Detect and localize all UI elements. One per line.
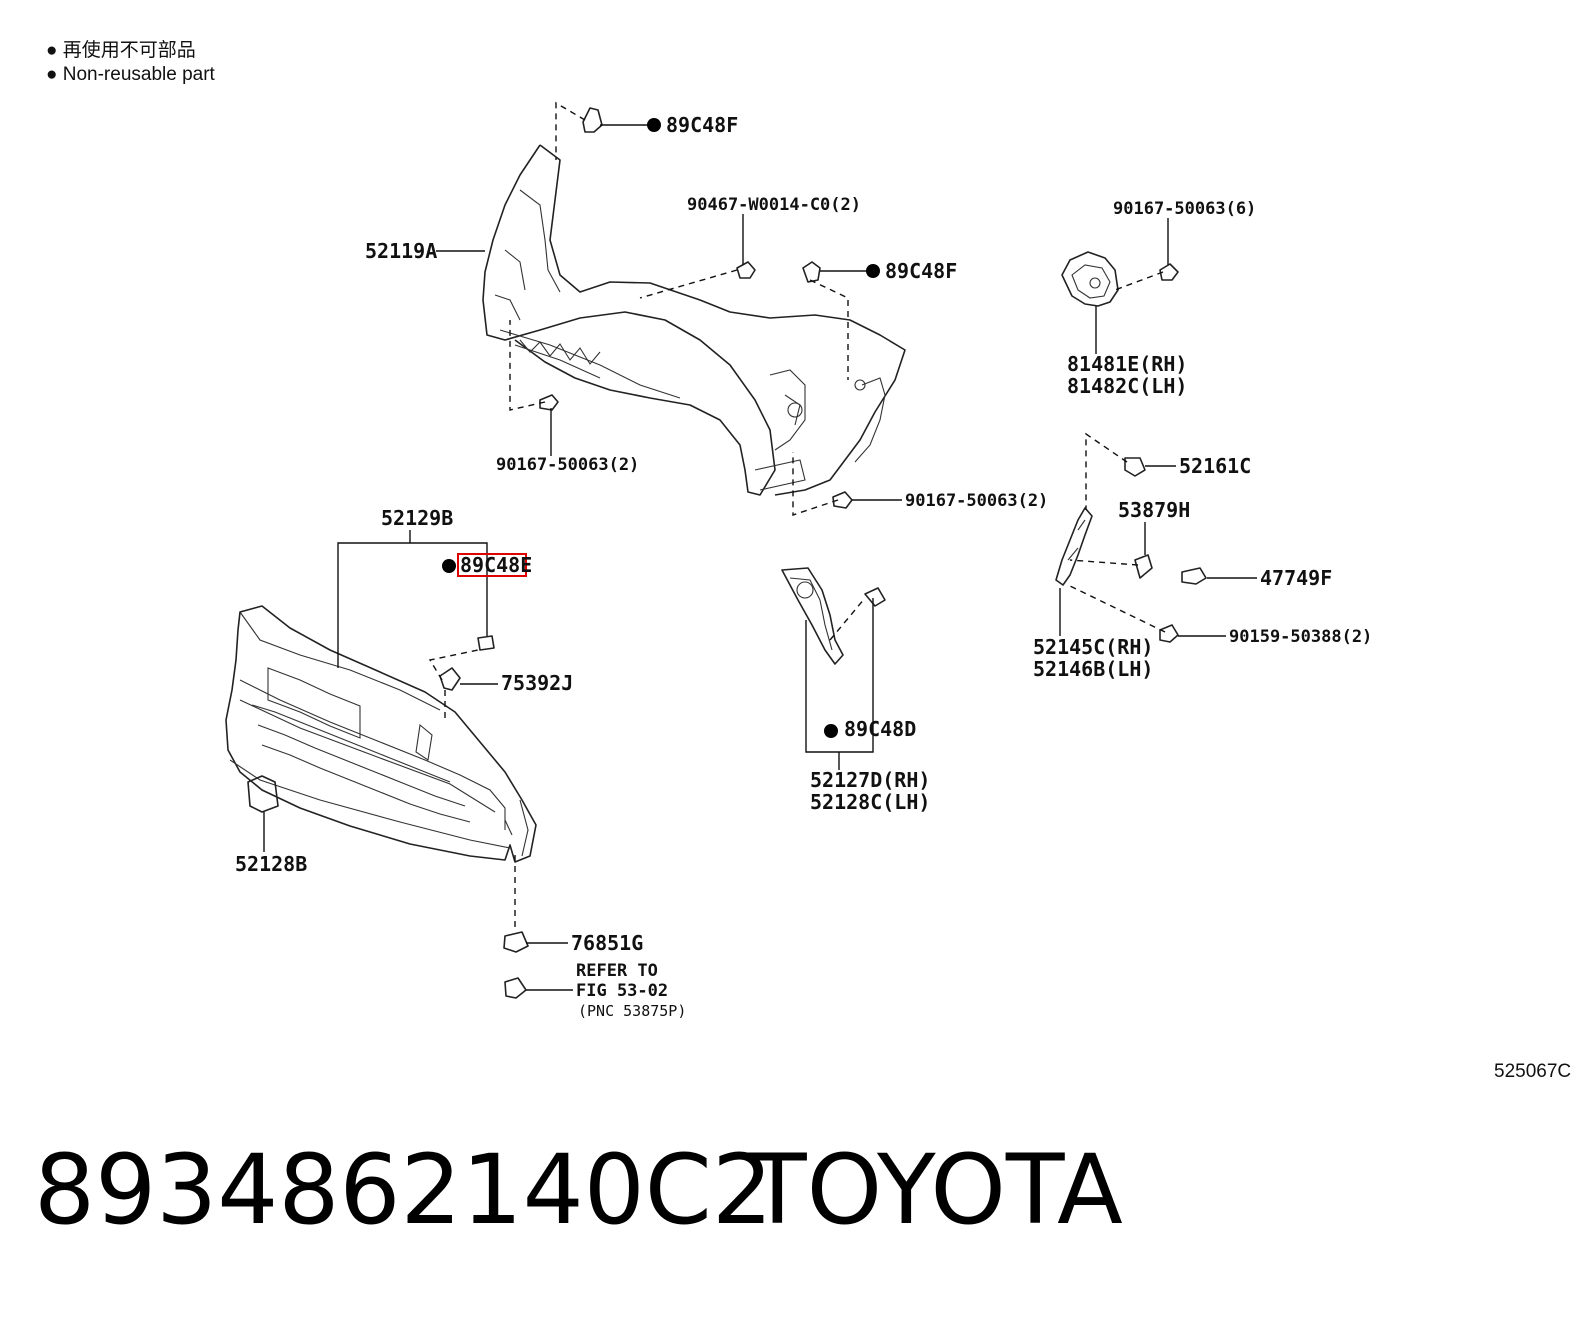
label-81482c: 81482C(LH): [1067, 374, 1187, 398]
nonreusable-dot: [442, 559, 456, 573]
clip-76851g: [503, 931, 529, 953]
clip-89c48e: [477, 635, 495, 651]
label-90167-right: 90167-50063(2): [905, 491, 1048, 511]
label-52145c: 52145C(RH): [1033, 635, 1153, 659]
nut-53879h: [1134, 554, 1153, 579]
label-53879h: 53879H: [1118, 498, 1190, 522]
label-89c48f-top: 89C48F: [666, 113, 738, 137]
label-47749f: 47749F: [1260, 566, 1332, 590]
bolt-90159: [1159, 624, 1179, 643]
label-52128c: 52128C(LH): [810, 790, 930, 814]
label-90167-left: 90167-50063(2): [496, 455, 639, 475]
screw-90167-left: [539, 394, 559, 411]
nonreusable-dot: [647, 118, 661, 132]
label-52127d: 52127D(RH): [810, 768, 930, 792]
label-89c48d: 89C48D: [844, 717, 916, 741]
nut-90467: [736, 261, 756, 279]
label-52128b: 52128B: [235, 852, 307, 876]
upper-bumper-retainer: [482, 144, 906, 496]
leader-lines: [263, 124, 1257, 991]
tow-hook-cover: [247, 775, 279, 813]
legend-line-jp: ● 再使用不可部品: [46, 39, 196, 61]
side-rail-52145c: [1055, 507, 1093, 586]
label-89c48e: 89C48E: [460, 553, 532, 577]
side-fog-cover: [781, 567, 886, 665]
figure-code: 525067C: [1494, 1061, 1571, 1082]
label-52129b: 52129B: [381, 506, 453, 530]
nonreusable-dot: [866, 264, 880, 278]
clip-89c48f-top: [582, 107, 603, 133]
label-pnc: (PNC 53875P): [578, 1002, 686, 1020]
legend-line-en: ● Non-reusable part: [46, 64, 216, 85]
highlight-box: [457, 553, 527, 577]
lower-bumper-grille: [225, 605, 537, 863]
clip-89c48f-mid: [802, 261, 821, 283]
clip-75392j: [439, 667, 461, 691]
bolt-47749f: [1181, 567, 1207, 585]
label-76851g: 76851G: [571, 931, 643, 955]
nonreusable-dot: [824, 724, 838, 738]
label-refer-fig: FIG 53-02: [576, 981, 668, 1001]
label-81481e: 81481E(RH): [1067, 352, 1187, 376]
label-75392j: 75392J: [501, 671, 573, 695]
bolt-53875p: [504, 977, 527, 999]
banner-brand: TOYOTA: [747, 1134, 1123, 1246]
label-52119a: 52119A: [365, 239, 437, 263]
label-52161c: 52161C: [1179, 454, 1251, 478]
fasteners: [439, 107, 1207, 999]
label-90159: 90159-50388(2): [1229, 627, 1372, 647]
label-refer-to: REFER TO: [576, 961, 658, 981]
label-89c48f-mid: 89C48F: [885, 259, 957, 283]
dashed-leaders: [428, 101, 1166, 932]
label-90167-6: 90167-50063(6): [1113, 199, 1256, 219]
label-52146b: 52146B(LH): [1033, 657, 1153, 681]
label-90467: 90467-W0014-C0(2): [687, 195, 861, 215]
screw-90167-right: [832, 491, 853, 509]
side-bracket-81481e: [1061, 251, 1119, 307]
clip-52161c: [1124, 457, 1146, 477]
banner-part-number: 8934862140C2: [34, 1134, 773, 1246]
